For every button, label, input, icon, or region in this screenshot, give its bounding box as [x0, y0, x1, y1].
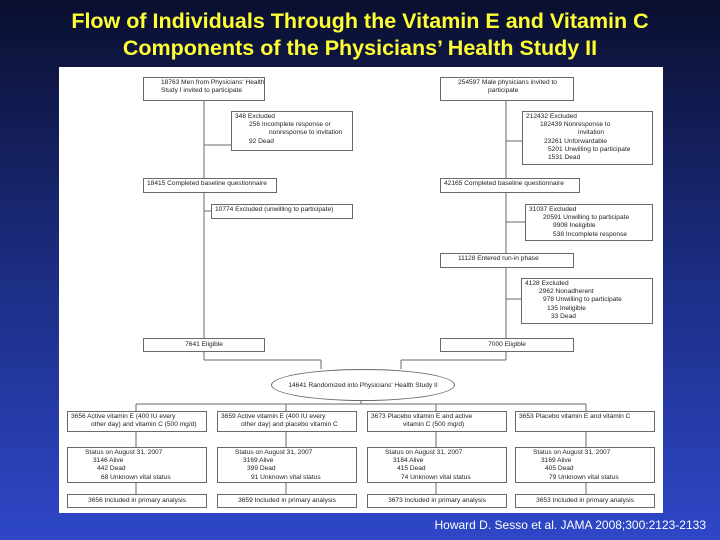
status-heading: Status on August 31, 2007 — [85, 449, 163, 456]
status-unknown: 79 Unknown vital status — [549, 473, 619, 481]
right-excluded-2-reason: 20591 Unwilling to participate — [543, 214, 630, 222]
left-eligible-text: 7641 Eligible — [185, 340, 223, 348]
citation: Howard D. Sesso et al. JAMA 2008;300:212… — [434, 518, 707, 532]
status-heading: Status on August 31, 2007 — [235, 449, 313, 456]
right-start-line: participate — [488, 87, 519, 95]
arm-label-line: 3656 Active vitamin E (400 IU every — [71, 413, 176, 420]
right-start-line: 254597 Male physicians invited to — [458, 79, 557, 86]
arm-label-line: vitamin C (500 mg/d) — [403, 421, 465, 429]
randomized-text: 14641 Randomized into Physicians' Health… — [288, 381, 438, 389]
left-excluded-unwilling-text: 10774 Excluded (unwilling to participate… — [215, 206, 334, 213]
arm-1-analysis-box: 3656 Included in primary analysis — [67, 494, 207, 508]
status-alive: 3169 Alive — [243, 457, 274, 465]
analysis-text: 3673 Included in primary analysis — [388, 496, 486, 504]
arm-2-box: 3659 Active vitamin E (400 IU every othe… — [217, 411, 357, 432]
arm-4-status-box: Status on August 31, 2007 3169 Alive 405… — [515, 447, 655, 483]
flowchart-panel: 18763 Men from Physicians' Health Study … — [59, 67, 663, 513]
right-excluded-3-reason: 978 Unwilling to participate — [543, 296, 622, 304]
arm-2-analysis-box: 3659 Included in primary analysis — [217, 494, 357, 508]
right-excluded-3-reason: 2962 Nonadherent — [539, 288, 594, 296]
right-eligible-text: 7000 Eligible — [488, 340, 526, 348]
arm-4-box: 3653 Placebo vitamin E and vitamin C — [515, 411, 655, 432]
right-runin-text: 11128 Entered run-in phase — [458, 255, 539, 262]
left-eligible-box: 7641 Eligible — [143, 338, 265, 352]
status-dead: 415 Dead — [397, 465, 426, 473]
status-unknown: 74 Unknown vital status — [401, 473, 471, 481]
arm-1-box: 3656 Active vitamin E (400 IU every othe… — [67, 411, 207, 432]
left-start-box: 18763 Men from Physicians' Health Study … — [143, 77, 265, 101]
left-excluded-unwilling-box: 10774 Excluded (unwilling to participate… — [211, 204, 353, 219]
right-excluded-3-reason: 33 Dead — [551, 312, 576, 320]
slide-title: Flow of Individuals Through the Vitamin … — [0, 8, 720, 62]
arm-label-line: 3653 Placebo vitamin E and vitamin C — [519, 413, 631, 420]
right-excluded-box: 212432 Excluded 182439 Nonresponse to in… — [522, 111, 653, 165]
left-excluded-box: 348 Excluded 256 Incomplete response or … — [231, 111, 353, 151]
arm-label-line: other day) and vitamin C (500 mg/d) — [91, 421, 197, 429]
right-excluded-3-total: 4128 Excluded — [525, 280, 569, 287]
right-excluded-2-reason: 538 Incomplete response — [553, 230, 628, 238]
status-alive: 3169 Alive — [541, 457, 572, 465]
right-runin-box: 11128 Entered run-in phase — [440, 253, 574, 268]
left-excluded-reason: 256 Incomplete response or — [249, 121, 331, 129]
status-unknown: 68 Unknown vital status — [101, 473, 171, 481]
status-alive: 3146 Alive — [93, 457, 124, 465]
left-baseline-text: 18415 Completed baseline questionnaire — [147, 180, 267, 187]
left-excluded-reason: 92 Dead — [249, 137, 274, 145]
right-excluded-2-box: 31037 Excluded 20591 Unwilling to partic… — [525, 204, 653, 241]
right-excluded-total: 212432 Excluded — [526, 113, 577, 120]
left-baseline-box: 18415 Completed baseline questionnaire — [143, 178, 277, 193]
right-baseline-text: 42165 Completed baseline questionnaire — [444, 180, 564, 187]
connector-lines — [135, 101, 587, 494]
status-heading: Status on August 31, 2007 — [385, 449, 463, 456]
arm-3-box: 3673 Placebo vitamin E and active vitami… — [367, 411, 507, 432]
title-line-1: Flow of Individuals Through the Vitamin … — [71, 9, 649, 33]
arm-label-line: 3673 Placebo vitamin E and active — [371, 413, 473, 420]
arm-1-status-box: Status on August 31, 2007 3146 Alive 442… — [67, 447, 207, 483]
arm-3-status-box: Status on August 31, 2007 3184 Alive 415… — [367, 447, 507, 483]
right-baseline-box: 42165 Completed baseline questionnaire — [440, 178, 580, 193]
arm-label-line: 3659 Active vitamin E (400 IU every — [221, 413, 326, 420]
right-excluded-2-reason: 9908 Ineligible — [553, 222, 596, 230]
right-start-box: 254597 Male physicians invited to partic… — [440, 77, 574, 101]
arm-4-analysis-box: 3653 Included in primary analysis — [515, 494, 655, 508]
left-excluded-reason: nonresponse to invitation — [269, 129, 343, 137]
left-excluded-total: 348 Excluded — [235, 113, 275, 120]
right-excluded-2-total: 31037 Excluded — [529, 206, 577, 213]
left-start-line: 18763 Men from Physicians' Health — [161, 79, 265, 86]
title-line-2: Components of the Physicians’ Health Stu… — [122, 36, 598, 60]
status-dead: 442 Dead — [97, 465, 126, 473]
status-dead: 405 Dead — [545, 465, 574, 473]
analysis-text: 3656 Included in primary analysis — [88, 496, 186, 504]
right-excluded-reason: 182439 Nonresponse to — [540, 121, 611, 129]
right-excluded-reason: invitation — [578, 129, 605, 137]
status-unknown: 91 Unknown vital status — [251, 473, 321, 481]
status-heading: Status on August 31, 2007 — [533, 449, 611, 456]
arm-label-line: other day) and placebo vitamin C — [241, 421, 338, 429]
right-excluded-reason: 23261 Unforwardable — [544, 137, 608, 145]
right-excluded-3-box: 4128 Excluded 2962 Nonadherent 978 Unwil… — [521, 278, 653, 324]
randomized-oval: 14641 Randomized into Physicians' Health… — [271, 369, 455, 401]
status-dead: 399 Dead — [247, 465, 276, 473]
analysis-text: 3653 Included in primary analysis — [536, 496, 634, 504]
right-excluded-3-reason: 135 Ineligible — [547, 304, 586, 312]
right-excluded-reason: 1531 Dead — [548, 154, 581, 162]
analysis-text: 3659 Included in primary analysis — [238, 496, 336, 504]
right-eligible-box: 7000 Eligible — [440, 338, 574, 352]
arm-2-status-box: Status on August 31, 2007 3169 Alive 399… — [217, 447, 357, 483]
arm-3-analysis-box: 3673 Included in primary analysis — [367, 494, 507, 508]
status-alive: 3184 Alive — [393, 457, 424, 465]
left-start-line: Study I invited to participate — [161, 87, 243, 95]
right-excluded-reason: 5201 Unwilling to participate — [548, 145, 631, 153]
